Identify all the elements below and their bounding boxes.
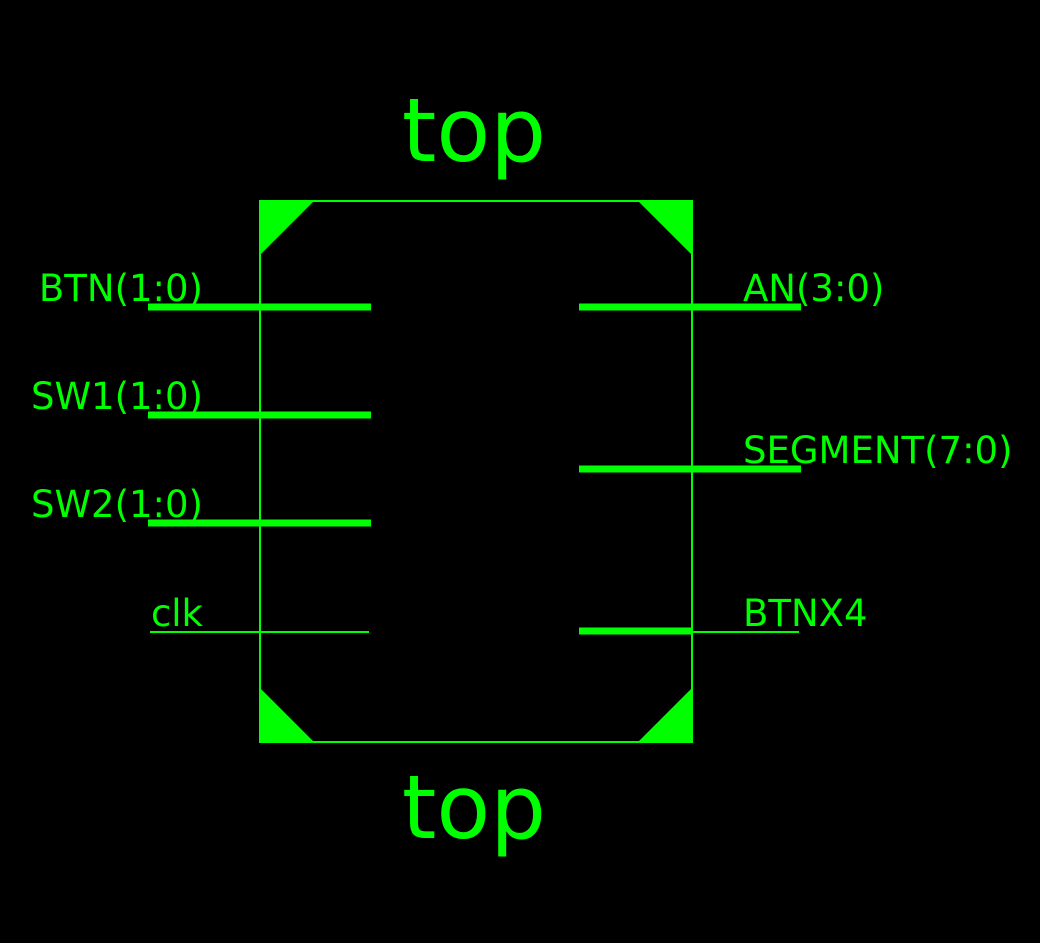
- input-label-sw1: SW1(1:0): [31, 375, 203, 418]
- corner-marker-bottom-right: [638, 688, 692, 742]
- corner-marker-top-left: [260, 201, 314, 255]
- corner-marker-top-right: [638, 201, 692, 255]
- block-title-bottom: top: [402, 756, 546, 859]
- input-port-sw2[interactable]: SW2(1:0): [31, 483, 371, 527]
- input-port-clk[interactable]: clk: [150, 592, 369, 635]
- input-label-sw2: SW2(1:0): [31, 483, 203, 526]
- output-label-btnx4: BTNX4: [743, 592, 868, 635]
- output-port-segment[interactable]: SEGMENT(7:0): [579, 429, 1013, 473]
- output-port-an[interactable]: AN(3:0): [579, 267, 884, 311]
- corner-marker-bottom-left: [260, 688, 314, 742]
- input-label-btn: BTN(1:0): [39, 267, 203, 310]
- output-port-btnx4[interactable]: BTNX4: [579, 592, 868, 635]
- input-label-clk: clk: [151, 592, 204, 635]
- block-title-top: top: [402, 79, 546, 182]
- top-module-block[interactable]: [259, 200, 693, 743]
- input-port-btn[interactable]: BTN(1:0): [39, 267, 371, 311]
- output-label-segment: SEGMENT(7:0): [743, 429, 1013, 472]
- input-port-sw1[interactable]: SW1(1:0): [31, 375, 371, 419]
- output-label-an: AN(3:0): [743, 267, 884, 310]
